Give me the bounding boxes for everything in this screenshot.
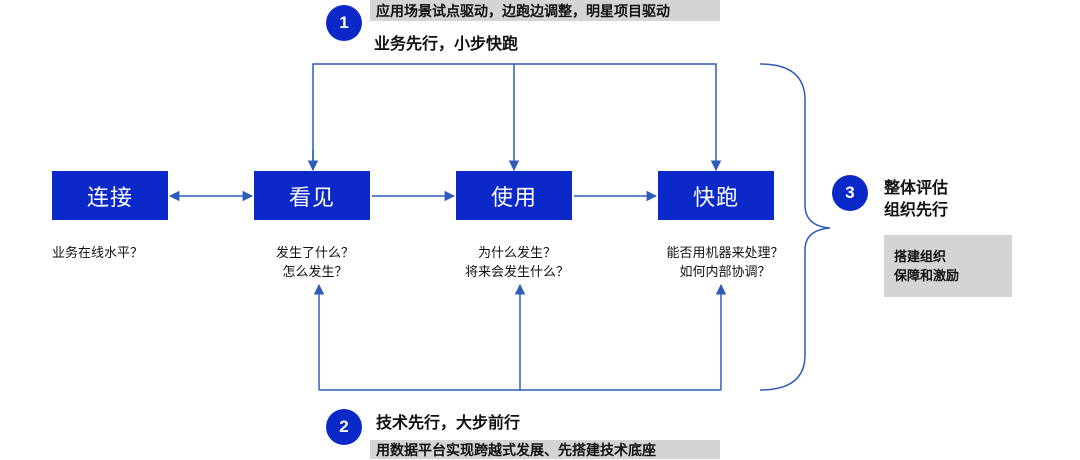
question-line: 为什么发生？	[477, 245, 556, 260]
question-line: 发生了什么？	[275, 245, 354, 260]
stage-box-connect: 连接	[52, 171, 168, 220]
right-box-line: 保障和激励	[894, 268, 960, 283]
top-banner: 应用场景试点驱动，边跑边调整，明星项目驱动	[370, 0, 720, 21]
question-line: 如何内部协调？	[679, 264, 771, 279]
right-title: 整体评估 组织先行	[884, 178, 948, 222]
path-number-1: 1	[326, 5, 362, 41]
stage-box-run: 快跑	[658, 171, 774, 220]
right-title-line: 组织先行	[884, 202, 949, 219]
stage-question-use: 为什么发生？ 将来会发生什么？	[442, 243, 592, 281]
stage-question-connect: 业务在线水平？	[40, 243, 188, 262]
question-line: 能否用机器来处理？	[666, 245, 784, 260]
right-title-line: 整体评估	[884, 180, 949, 197]
bottom-strategy: 技术先行，大步前行	[376, 415, 521, 432]
stage-box-use: 使用	[456, 171, 572, 220]
question-line: 将来会发生什么？	[464, 264, 569, 279]
bottom-banner: 用数据平台实现跨越式发展、先搭建技术底座	[370, 440, 720, 459]
stage-question-run: 能否用机器来处理？ 如何内部协调？	[640, 243, 810, 281]
path-number-2: 2	[326, 409, 362, 445]
stage-question-see: 发生了什么？ 怎么发生？	[240, 243, 390, 281]
question-line: 怎么发生？	[282, 264, 348, 279]
right-box: 搭建组织 保障和激励	[884, 235, 1012, 297]
stage-box-see: 看见	[254, 171, 370, 220]
question-line: 业务在线水平？	[52, 245, 144, 260]
path-number-3: 3	[832, 175, 868, 211]
right-brace	[759, 63, 831, 391]
right-box-line: 搭建组织	[894, 249, 947, 264]
top-strategy: 业务先行，小步快跑	[374, 36, 519, 53]
